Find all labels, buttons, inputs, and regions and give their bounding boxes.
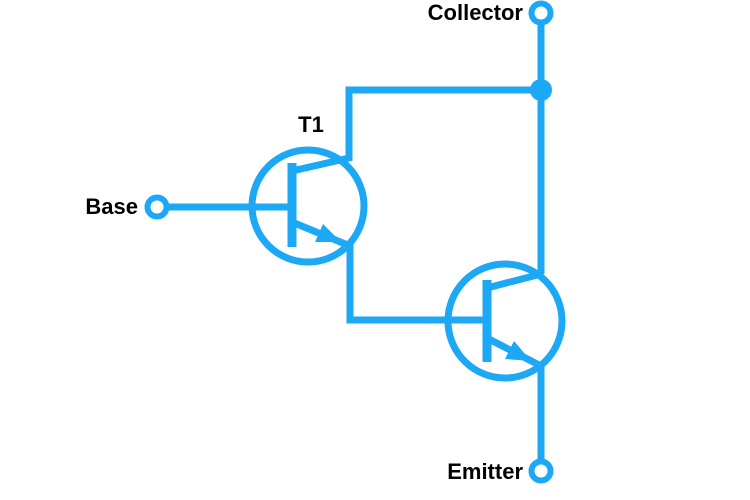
emitter-label: Emitter [447,459,523,484]
t2-body-circle [444,260,566,382]
t2-emitter-arrow-icon [505,341,531,361]
base-terminal [144,194,170,220]
t1-emitter-arrow-icon [315,224,341,242]
t1-collector-wire [291,86,541,175]
collector-label: Collector [427,0,523,25]
t1-body-circle [248,146,368,266]
transistor-t1 [248,146,368,266]
base-label: Base [85,194,138,219]
junction-dot [530,79,552,101]
transistor-t2 [444,260,566,382]
collector-terminal [528,0,554,26]
emitter-terminal [528,458,554,484]
t2-collector-lead [486,270,542,292]
t1-label: T1 [298,112,324,137]
